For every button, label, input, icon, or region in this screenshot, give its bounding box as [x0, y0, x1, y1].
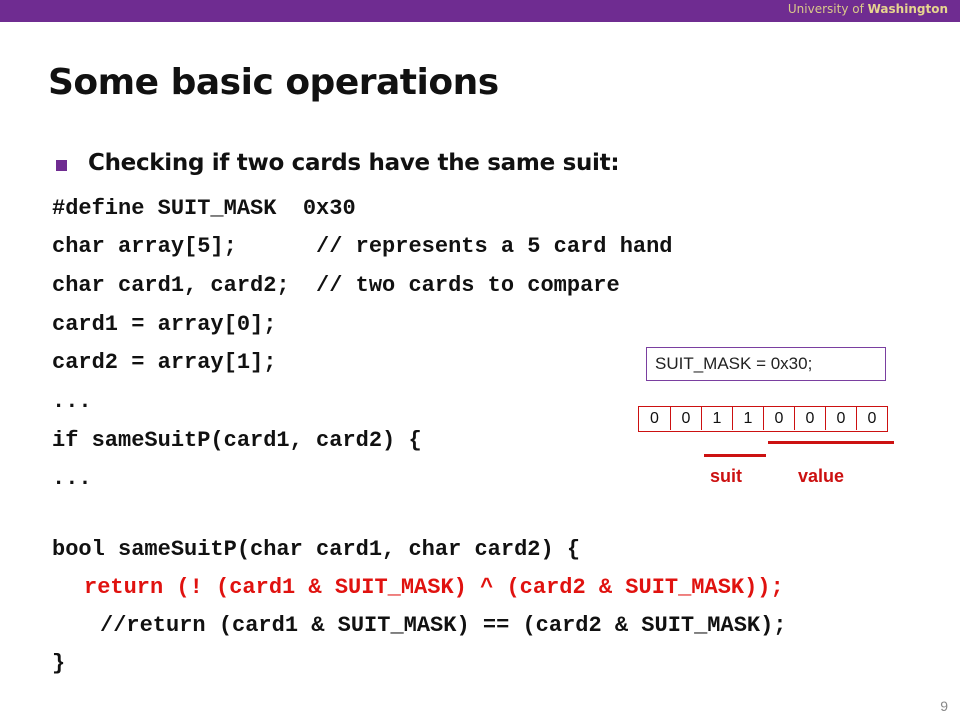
code-line-cards: char card1, card2; // two cards to compa… — [52, 273, 620, 298]
value-label: value — [798, 466, 845, 486]
bullet-text: Checking if two cards have the same suit… — [88, 150, 620, 176]
bit-2: 0 — [794, 407, 825, 430]
bit-diagram: 0 0 1 1 0 0 0 0 — [638, 406, 888, 432]
page-number: 9 — [940, 698, 948, 714]
institution-prefix: University of — [787, 2, 868, 16]
bit-7: 0 — [650, 410, 659, 427]
bit-5: 1 — [701, 407, 732, 430]
code-line-card2: card2 = array[1]; — [52, 350, 277, 375]
suit-mask-label: SUIT_MASK = 0x30; — [646, 347, 886, 381]
value-underline — [768, 441, 894, 444]
institution-name: Washington — [867, 2, 948, 16]
code-line-ellipsis-2: ... — [52, 466, 92, 491]
code-line-define: #define SUIT_MASK 0x30 — [52, 196, 356, 221]
bit-6: 0 — [670, 407, 701, 430]
institution-label: University of Washington — [788, 2, 948, 16]
suit-label: suit — [710, 466, 743, 486]
suit-underline — [704, 454, 766, 457]
code-line-closing-brace: } — [52, 651, 66, 676]
code-line-ellipsis-1: ... — [52, 389, 92, 414]
bit-4: 1 — [732, 407, 763, 430]
bit-3: 0 — [763, 407, 794, 430]
header-bar: University of Washington — [0, 0, 960, 22]
code-line-if: if sameSuitP(card1, card2) { — [52, 428, 422, 453]
bit-1: 0 — [825, 407, 856, 430]
code-line-card1: card1 = array[0]; — [52, 312, 277, 337]
bullet-square-icon — [56, 160, 67, 171]
code-line-array: char array[5]; // represents a 5 card ha… — [52, 234, 673, 259]
slide-title: Some basic operations — [48, 62, 499, 103]
bit-0: 0 — [856, 407, 887, 430]
code-line-commented-return: //return (card1 & SUIT_MASK) == (card2 &… — [100, 613, 787, 638]
code-line-return: return (! (card1 & SUIT_MASK) ^ (card2 &… — [84, 575, 784, 600]
code-line-function-signature: bool sameSuitP(char card1, char card2) { — [52, 537, 581, 562]
